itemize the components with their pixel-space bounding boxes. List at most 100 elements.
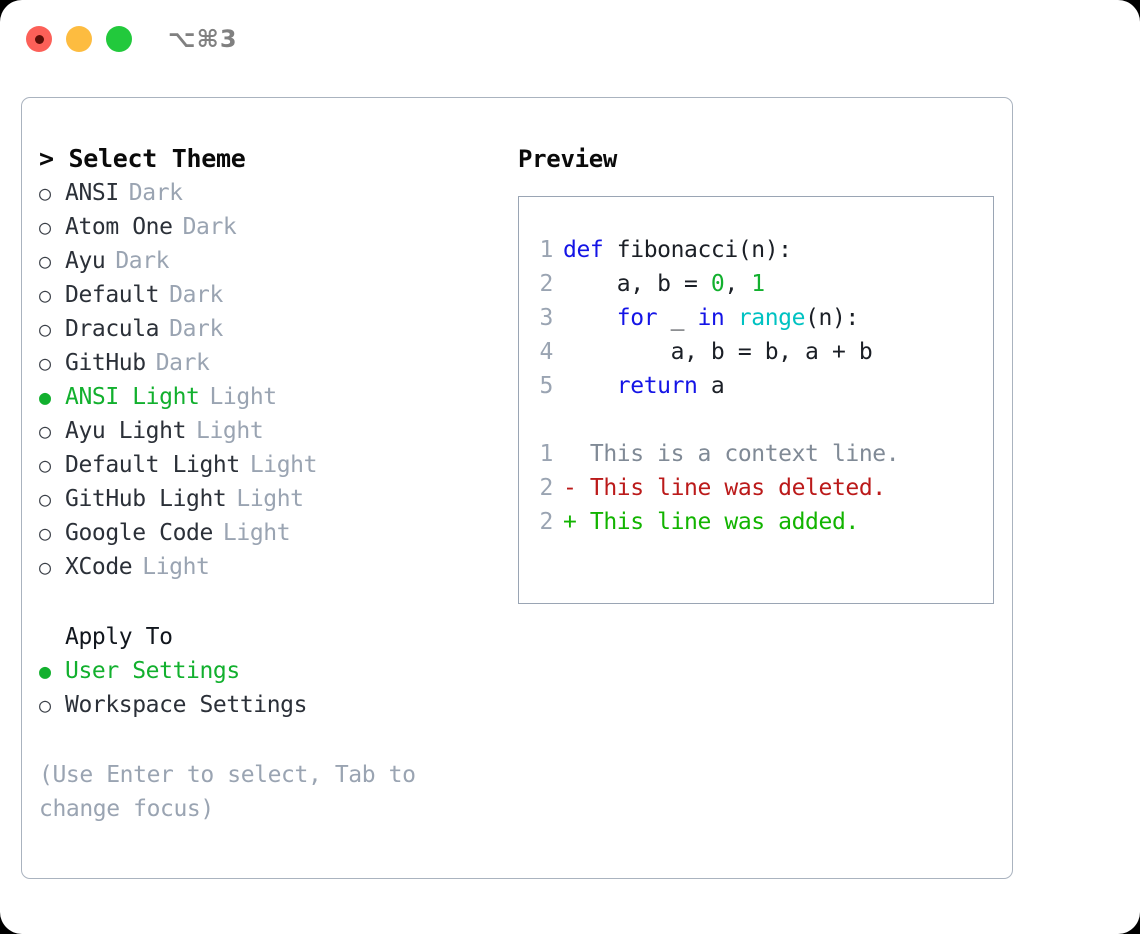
apply-to-section: Apply To ● User Settings ○ Workspace Settin… bbox=[39, 620, 501, 722]
radio-unselected-icon[interactable]: ○ bbox=[39, 555, 51, 579]
code-token: 1 bbox=[751, 271, 765, 297]
theme-kind-label: Light bbox=[222, 520, 291, 546]
code-token: range bbox=[737, 305, 806, 331]
diff-marker: - bbox=[563, 475, 577, 501]
apply-to-option[interactable]: ● User Settings bbox=[39, 654, 501, 688]
diff-line-text: This line was added. bbox=[576, 509, 859, 535]
diff-line-text: This line was deleted. bbox=[576, 475, 886, 501]
maximize-button-icon[interactable] bbox=[106, 26, 132, 52]
theme-list-item[interactable]: ○ Google Code Light bbox=[39, 516, 501, 550]
theme-list-item[interactable]: ○ Dracula Dark bbox=[39, 312, 501, 346]
code-line-content: a, b = b, a + b bbox=[563, 335, 873, 369]
code-token: return bbox=[616, 373, 698, 399]
radio-unselected-icon[interactable]: ○ bbox=[39, 453, 51, 477]
code-line-content: return a bbox=[563, 369, 725, 403]
theme-kind-label: Light bbox=[142, 554, 210, 580]
theme-kind-label: Light bbox=[209, 384, 277, 410]
code-token bbox=[563, 305, 617, 331]
radio-unselected-icon[interactable]: ○ bbox=[39, 487, 51, 511]
diff-line-number: 1 bbox=[539, 441, 554, 467]
radio-unselected-icon[interactable]: ○ bbox=[39, 215, 51, 239]
code-line-number: 4 bbox=[539, 339, 554, 365]
apply-to-options[interactable]: ● User Settings ○ Workspace Settings bbox=[39, 654, 501, 722]
code-diff-spacer bbox=[519, 403, 993, 437]
theme-list-item[interactable]: ● ANSI Light Light bbox=[39, 380, 501, 414]
theme-kind-label: Light bbox=[196, 418, 264, 444]
diff-line-number: 2 bbox=[539, 475, 554, 501]
diff-line-text: This is a context line. bbox=[576, 441, 900, 467]
theme-list-item[interactable]: ○ XCode Light bbox=[39, 550, 501, 584]
code-token: , bbox=[724, 271, 752, 297]
code-token: a, b = bbox=[563, 271, 711, 297]
window-titlebar: ⌥⌘3 bbox=[0, 0, 1140, 78]
theme-name-label: ANSI Light bbox=[65, 384, 200, 410]
code-token: (n): bbox=[805, 305, 859, 331]
diff-sample-block: 1 This is a context line. 2- This line wa… bbox=[519, 437, 993, 539]
theme-list-item[interactable]: ○ Atom One Dark bbox=[39, 210, 501, 244]
radio-unselected-icon[interactable]: ○ bbox=[39, 249, 51, 273]
theme-list-item[interactable]: ○ GitHub Dark bbox=[39, 346, 501, 380]
theme-kind-label: Dark bbox=[155, 350, 210, 376]
theme-name-label: GitHub bbox=[65, 350, 146, 376]
theme-name-label: Dracula bbox=[65, 316, 160, 342]
apply-to-label: User Settings bbox=[65, 658, 240, 684]
theme-kind-label: Dark bbox=[182, 214, 237, 240]
code-token: def bbox=[563, 237, 617, 263]
theme-name-label: GitHub Light bbox=[65, 486, 227, 512]
diff-marker: + bbox=[563, 509, 577, 535]
radio-selected-icon[interactable]: ● bbox=[39, 659, 51, 683]
code-token: 0 bbox=[710, 271, 725, 297]
radio-unselected-icon[interactable]: ○ bbox=[39, 693, 51, 717]
theme-kind-label: Dark bbox=[169, 316, 223, 342]
theme-name-label: Default Light bbox=[65, 452, 240, 478]
theme-list-item[interactable]: ○ Ayu Dark bbox=[39, 244, 501, 278]
radio-unselected-icon[interactable]: ○ bbox=[39, 317, 51, 341]
code-token: a bbox=[697, 373, 725, 399]
select-theme-heading: > Select Theme bbox=[39, 144, 246, 173]
diff-line: 2- This line was deleted. bbox=[519, 471, 993, 505]
radio-unselected-icon[interactable]: ○ bbox=[39, 419, 51, 443]
theme-kind-label: Dark bbox=[115, 248, 170, 274]
apply-to-label: Workspace Settings bbox=[65, 692, 308, 718]
theme-list-item[interactable]: ○ GitHub Light Light bbox=[39, 482, 501, 516]
code-line-number: 2 bbox=[539, 271, 554, 297]
theme-name-label: Google Code bbox=[65, 520, 213, 546]
diff-line: 2 + This line was added. bbox=[519, 505, 993, 539]
code-line-number: 5 bbox=[539, 373, 554, 399]
apply-to-heading: Apply To bbox=[65, 624, 173, 650]
theme-kind-label: Dark bbox=[169, 282, 223, 308]
theme-name-label: Ayu bbox=[65, 248, 106, 274]
code-token bbox=[724, 305, 737, 331]
diff-line-number: 2 bbox=[539, 509, 554, 535]
theme-kind-label: Light bbox=[236, 486, 304, 512]
radio-unselected-icon[interactable]: ○ bbox=[39, 181, 51, 205]
radio-unselected-icon[interactable]: ○ bbox=[39, 521, 51, 545]
minimize-button-icon[interactable] bbox=[66, 26, 92, 52]
close-button-icon[interactable] bbox=[26, 26, 52, 52]
preview-heading: Preview bbox=[518, 145, 618, 173]
theme-kind-label: Dark bbox=[128, 180, 183, 206]
theme-name-label: Atom One bbox=[65, 214, 173, 240]
theme-list-item[interactable]: ○ Default Light Light bbox=[39, 448, 501, 482]
theme-name-label: XCode bbox=[65, 554, 133, 580]
radio-unselected-icon[interactable]: ○ bbox=[39, 283, 51, 307]
traffic-lights bbox=[26, 26, 132, 52]
code-line-content: for _ in range(n): bbox=[563, 301, 859, 335]
apply-to-option[interactable]: ○ Workspace Settings bbox=[39, 688, 501, 722]
theme-kind-label: Light bbox=[249, 452, 318, 478]
radio-unselected-icon[interactable]: ○ bbox=[39, 351, 51, 375]
keyboard-hint-text: (Use Enter to select, Tab to change focu… bbox=[39, 762, 416, 822]
code-token bbox=[563, 373, 617, 399]
radio-selected-icon[interactable]: ● bbox=[39, 385, 51, 409]
code-line: 5 return a bbox=[519, 369, 993, 403]
code-line-number: 3 bbox=[539, 305, 554, 331]
